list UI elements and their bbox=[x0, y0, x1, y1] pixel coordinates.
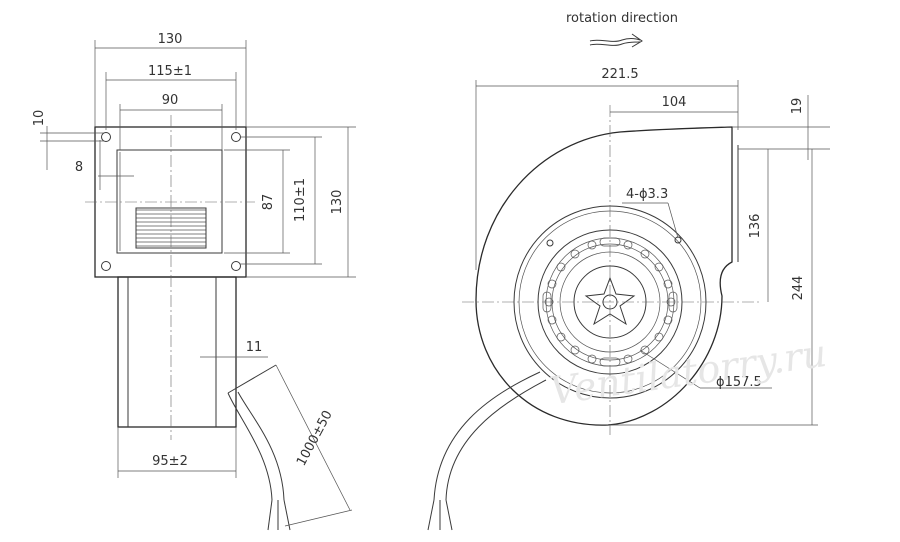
mount-hole-tr bbox=[231, 132, 241, 142]
rotation-direction-label: rotation direction bbox=[566, 11, 678, 26]
dim-221: 221.5 bbox=[601, 67, 638, 82]
diameter-label: ϕ157.5 bbox=[716, 375, 762, 390]
dim-130-top: 130 bbox=[158, 32, 183, 47]
dim-8: 8 bbox=[75, 160, 83, 175]
front-view: rotation direction bbox=[427, 11, 830, 531]
housing-body bbox=[117, 276, 237, 428]
power-cable-front bbox=[427, 371, 547, 531]
mount-hole-br bbox=[231, 261, 241, 271]
mount-hole-tl bbox=[101, 132, 111, 142]
dim-136: 136 bbox=[748, 214, 763, 239]
dim-104: 104 bbox=[662, 95, 687, 110]
rotation-arrow-icon bbox=[589, 38, 641, 42]
dim-110: 110±1 bbox=[293, 178, 308, 222]
volute-housing bbox=[475, 126, 733, 426]
watermark: Ventilatorry.ru bbox=[547, 331, 829, 413]
dim-115: 115±1 bbox=[148, 64, 192, 79]
side-view: 130 115±1 90 10 8 87 110±1 130 11 bbox=[32, 32, 356, 531]
power-cable-side bbox=[227, 364, 353, 531]
mount-hole-1 bbox=[546, 239, 554, 247]
dim-244: 244 bbox=[791, 276, 806, 301]
hole-spec-label: 4-ϕ3.3 bbox=[626, 187, 668, 202]
dim-11: 11 bbox=[246, 340, 263, 355]
mount-hole-bl bbox=[101, 261, 111, 271]
dim-10: 10 bbox=[32, 110, 47, 127]
dim-95: 95±2 bbox=[152, 454, 188, 469]
dim-90: 90 bbox=[162, 93, 179, 108]
dim-1000: 1000±50 bbox=[294, 408, 336, 468]
dim-87: 87 bbox=[261, 194, 276, 211]
dim-130-side: 130 bbox=[330, 190, 345, 215]
dim-19: 19 bbox=[790, 98, 805, 115]
outlet-opening bbox=[116, 149, 223, 254]
